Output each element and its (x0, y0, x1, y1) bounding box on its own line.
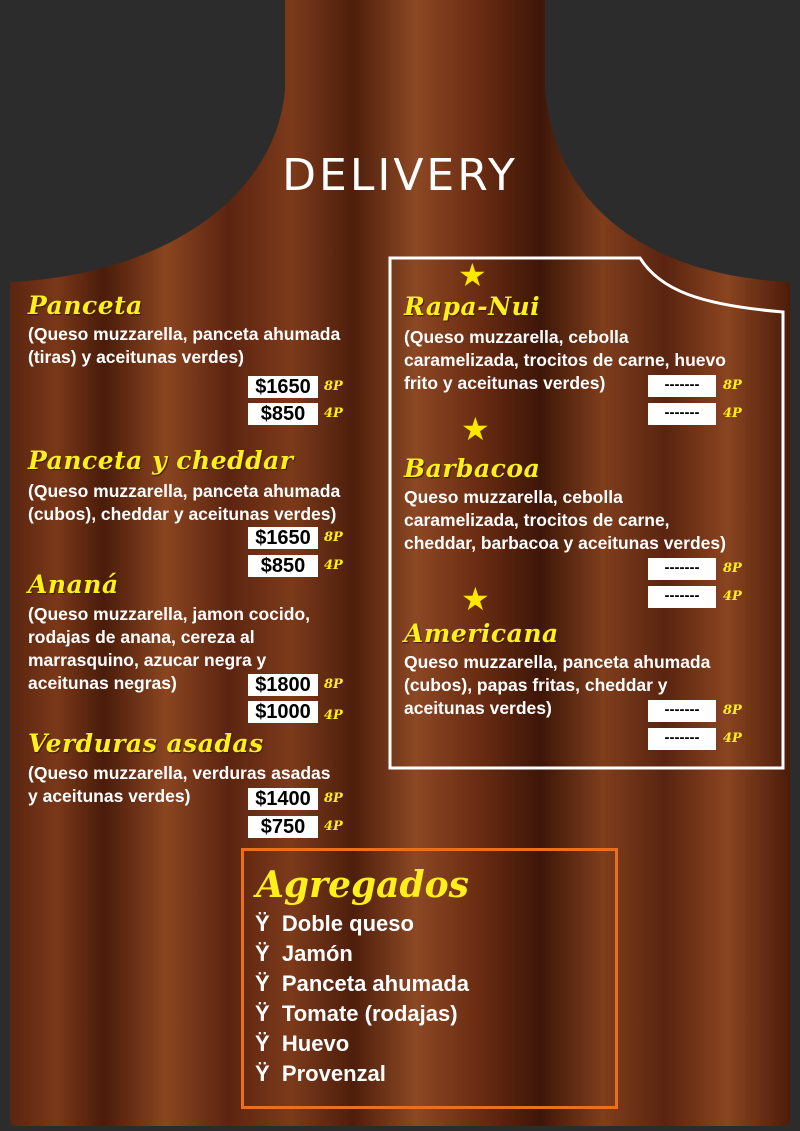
size-label: 4P (324, 558, 343, 573)
size-label: 8P (723, 703, 742, 718)
agregados-title: Agregados (256, 864, 469, 906)
agregado-item: Ÿ Huevo (255, 1031, 350, 1056)
size-label: 4P (324, 406, 343, 421)
item-description: (Queso muzzarella, panceta ahumada(tiras… (28, 324, 341, 367)
price-4p: ------- (648, 728, 716, 750)
agregados-list: Ÿ Doble queso Ÿ Jamón Ÿ Panceta ahumada … (255, 909, 469, 1089)
price-4p: ------- (648, 586, 716, 608)
item-name: Americana (404, 619, 559, 648)
agregado-item: Ÿ Panceta ahumada (255, 971, 469, 996)
agregados-box (241, 848, 618, 1109)
price-8p: $1400 (248, 788, 318, 810)
price-4p: $750 (248, 816, 318, 838)
page-title: DELIVERY (282, 150, 518, 201)
price-4p: ------- (648, 403, 716, 425)
size-label: 8P (324, 677, 343, 692)
star-icon: ★ (461, 411, 490, 447)
size-label: 4P (723, 406, 742, 421)
size-label: 8P (324, 379, 343, 394)
item-name: Rapa-Nui (404, 292, 541, 321)
item-name: Panceta y cheddar (28, 446, 294, 475)
size-label: 8P (324, 530, 343, 545)
size-label: 4P (324, 708, 343, 723)
agregado-item: Ÿ Jamón (255, 941, 353, 966)
agregado-item: Ÿ Tomate (rodajas) (255, 1001, 458, 1026)
price-4p: $850 (248, 555, 318, 577)
item-description: (Queso muzzarella, panceta ahumada(cubos… (28, 481, 341, 524)
featured-box-outline (388, 256, 785, 770)
price-8p: $1800 (248, 674, 318, 696)
agregado-item: Ÿ Doble queso (255, 911, 414, 936)
price-8p: ------- (648, 375, 716, 397)
price-8p: $1650 (248, 376, 318, 398)
size-label: 8P (324, 791, 343, 806)
item-name: Verduras asadas (28, 729, 264, 758)
item-name: Ananá (28, 570, 119, 599)
agregado-item: Ÿ Provenzal (255, 1061, 386, 1086)
size-label: 4P (723, 589, 742, 604)
size-label: 4P (723, 731, 742, 746)
price-8p: ------- (648, 558, 716, 580)
star-icon: ★ (461, 581, 490, 617)
size-label: 4P (324, 819, 343, 834)
item-description: (Queso muzzarella, jamon cocido,rodajas … (28, 604, 311, 693)
price-8p: $1650 (248, 527, 318, 549)
price-4p: $850 (248, 403, 318, 425)
item-description: Queso muzzarella, panceta ahumada(cubos)… (404, 652, 711, 718)
item-name: Barbacoa (404, 454, 541, 483)
size-label: 8P (723, 378, 742, 393)
item-name: Panceta (28, 291, 143, 320)
size-label: 8P (723, 561, 742, 576)
price-8p: ------- (648, 700, 716, 722)
price-4p: $1000 (248, 701, 318, 723)
star-icon: ★ (458, 257, 487, 293)
